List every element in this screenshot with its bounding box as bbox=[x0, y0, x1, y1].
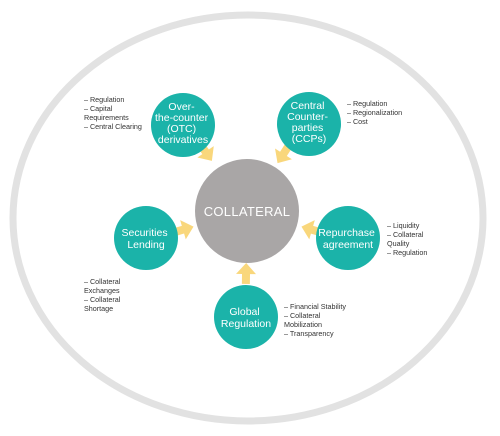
notes-securities: – Collateral Exchanges – Collateral Shor… bbox=[84, 277, 122, 313]
arrow-ccp bbox=[275, 143, 293, 164]
note-line: – Collateral bbox=[387, 230, 424, 239]
note-line: Exchanges bbox=[84, 286, 120, 295]
center-circle bbox=[195, 159, 299, 263]
node-securities-line: Securities bbox=[121, 227, 167, 239]
node-global-label: Global Regulation bbox=[221, 306, 271, 330]
node-ccp-line: (CCPs) bbox=[292, 133, 326, 145]
notes-ccp: – Regulation – Regionalization – Cost bbox=[347, 99, 404, 126]
node-global-line: Regulation bbox=[221, 318, 271, 330]
note-line: – Financial Stability bbox=[284, 302, 346, 311]
node-otc: Over- the-counter (OTC) derivatives bbox=[151, 93, 215, 157]
node-ccp-circle bbox=[277, 92, 341, 156]
arrow-global bbox=[236, 263, 257, 285]
center-label: COLLATERAL bbox=[204, 204, 291, 219]
node-otc-line: the-counter bbox=[155, 112, 209, 124]
node-otc-line: derivatives bbox=[158, 134, 208, 146]
note-line: – Regulation bbox=[347, 99, 387, 108]
note-line: – Collateral bbox=[84, 295, 121, 304]
node-ccp-line: Counter- bbox=[287, 111, 328, 123]
note-line: – Capital bbox=[84, 104, 113, 113]
node-ccp: Central Counter- parties (CCPs) bbox=[277, 92, 341, 156]
node-otc-line: (OTC) bbox=[167, 123, 196, 135]
node-repo-circle bbox=[316, 206, 380, 270]
note-line: Mobilization bbox=[284, 320, 322, 329]
node-repo-line: agreement bbox=[323, 239, 373, 251]
node-securities-label: Securities Lending bbox=[121, 227, 170, 251]
center-node: COLLATERAL bbox=[195, 159, 299, 263]
note-line: – Collateral bbox=[84, 277, 121, 286]
note-line: – Liquidity bbox=[387, 221, 420, 230]
node-otc-line: Over- bbox=[168, 101, 195, 113]
node-global-circle bbox=[214, 285, 278, 349]
node-repo: Repurchase agreement bbox=[316, 206, 380, 270]
node-repo-line: Repurchase bbox=[318, 227, 375, 239]
notes-otc: – Regulation – Capital Requirements – Ce… bbox=[84, 95, 142, 131]
node-repo-label: Repurchase agreement bbox=[318, 227, 378, 251]
node-otc-circle bbox=[151, 93, 215, 157]
notes-repo: – Liquidity – Collateral Quality – Regul… bbox=[387, 221, 427, 257]
node-global: Global Regulation bbox=[214, 285, 278, 349]
node-ccp-line: parties bbox=[292, 122, 324, 134]
node-securities-circle bbox=[114, 206, 178, 270]
note-line: – Central Clearing bbox=[84, 122, 142, 131]
note-line: – Regionalization bbox=[347, 108, 402, 117]
node-otc-label: Over- the-counter (OTC) derivatives bbox=[155, 101, 211, 146]
note-line: – Transparency bbox=[284, 329, 334, 338]
node-securities: Securities Lending bbox=[114, 206, 178, 270]
note-line: – Cost bbox=[347, 117, 368, 126]
node-ccp-line: Central bbox=[291, 100, 325, 112]
note-line: Quality bbox=[387, 239, 410, 248]
note-line: – Regulation bbox=[84, 95, 124, 104]
notes-global: – Financial Stability – Collateral Mobil… bbox=[284, 302, 348, 338]
node-global-line: Global bbox=[229, 306, 259, 318]
node-securities-line: Lending bbox=[127, 239, 165, 251]
note-line: Requirements bbox=[84, 113, 129, 122]
node-ccp-label: Central Counter- parties (CCPs) bbox=[287, 100, 331, 145]
note-line: – Regulation bbox=[387, 248, 427, 257]
note-line: Shortage bbox=[84, 304, 113, 313]
note-line: – Collateral bbox=[284, 311, 321, 320]
